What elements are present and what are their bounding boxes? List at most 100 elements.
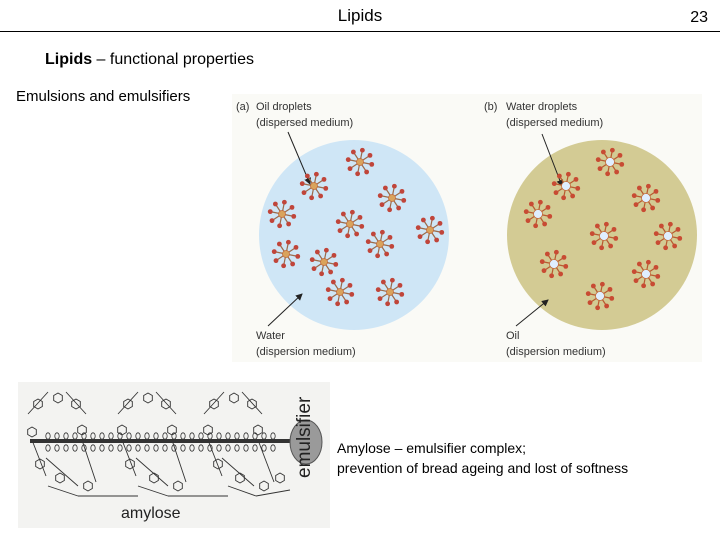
panel-b-water-in-oil: (b) Water droplets (dispersed medium) Oi… xyxy=(484,101,697,358)
chain-unit-upper xyxy=(135,432,141,440)
chain-unit-upper xyxy=(54,432,60,440)
droplet xyxy=(523,199,553,229)
panel-b-top-label-2: (dispersed medium) xyxy=(506,117,603,129)
chain-unit-upper xyxy=(198,432,204,440)
glucose-ring xyxy=(259,480,269,492)
amylose-label: amylose xyxy=(121,505,181,522)
panel-a-letter: (a) xyxy=(236,101,249,113)
chain-unit-lower xyxy=(135,444,141,452)
chain-unit-upper xyxy=(81,432,87,440)
chain-unit-upper xyxy=(243,432,249,440)
chain-unit-upper xyxy=(270,432,276,440)
glucose-ring xyxy=(209,398,219,410)
helix-bond xyxy=(207,439,223,477)
droplet xyxy=(375,277,405,307)
panel-a-bottom-label-2: (dispersion medium) xyxy=(256,346,356,358)
droplet xyxy=(335,209,365,239)
panel-a-top-label-1: Oil droplets xyxy=(256,101,312,113)
chain-unit-upper xyxy=(45,432,51,440)
droplet xyxy=(377,183,407,213)
chain-unit-lower xyxy=(126,444,132,452)
panel-b-top-label-1: Water droplets xyxy=(506,101,578,113)
glucose-ring xyxy=(235,472,245,484)
glucose-ring xyxy=(143,392,153,404)
chain-unit-lower xyxy=(234,444,240,452)
chain-unit-upper xyxy=(108,432,114,440)
panel-b-bottom-label-2: (dispersion medium) xyxy=(506,346,606,358)
helix-bond xyxy=(81,439,97,483)
slide-heading: Lipids – functional properties xyxy=(45,51,254,69)
panel-b-letter: (b) xyxy=(484,101,497,113)
chain-unit-lower xyxy=(216,444,222,452)
complex-caption: Amylose – emulsifier complex; prevention… xyxy=(337,438,628,478)
helix-bond xyxy=(257,439,275,483)
helix-bond xyxy=(227,485,257,497)
droplet xyxy=(345,147,375,177)
chain-unit-upper xyxy=(90,432,96,440)
emulsifier-head: emulsifier xyxy=(289,396,323,478)
helix-bond xyxy=(121,439,137,477)
panel-a-bottom-arrow xyxy=(267,293,303,327)
droplet xyxy=(589,221,619,251)
chain-unit-lower xyxy=(63,444,69,452)
droplet xyxy=(309,247,339,277)
helix-bond xyxy=(137,485,169,497)
caption-line-2: prevention of bread ageing and lost of s… xyxy=(337,460,629,476)
helix-bond xyxy=(31,439,47,477)
droplet xyxy=(365,229,395,259)
chain-unit-lower xyxy=(45,444,51,452)
glucose-ring xyxy=(123,398,133,410)
chain-unit-upper xyxy=(207,432,213,440)
panel-a-top-label-2: (dispersed medium) xyxy=(256,117,353,129)
droplet xyxy=(415,215,445,245)
glucose-ring xyxy=(229,392,239,404)
panel-a-bottom-label-1: Water xyxy=(256,330,285,342)
chain-unit-upper xyxy=(252,432,258,440)
chain-unit-upper xyxy=(126,432,132,440)
chain-unit-upper xyxy=(153,432,159,440)
chain-unit-upper xyxy=(144,432,150,440)
droplet xyxy=(653,221,683,251)
chain-unit-lower xyxy=(252,444,258,452)
chain-unit-upper xyxy=(261,432,267,440)
chain-unit-lower xyxy=(54,444,60,452)
emulsion-figure: (a) Oil droplets (dispersed medium) Wate… xyxy=(232,94,702,362)
glucose-ring xyxy=(55,472,65,484)
helix-cross-bond xyxy=(135,457,169,487)
glucose-ring xyxy=(27,426,37,438)
droplet xyxy=(271,239,301,269)
chain-unit-lower xyxy=(144,444,150,452)
chain-unit-lower xyxy=(270,444,276,452)
chain-unit-lower xyxy=(207,444,213,452)
chain-unit-upper xyxy=(99,432,105,440)
glucose-ring xyxy=(161,398,171,410)
chain-unit-upper xyxy=(189,432,195,440)
droplet xyxy=(631,183,661,213)
droplet xyxy=(595,147,625,177)
water-circle xyxy=(259,140,449,330)
helix-bond xyxy=(65,391,87,415)
helix-bond xyxy=(203,391,225,415)
droplet xyxy=(267,199,297,229)
heading-bold: Lipids xyxy=(45,51,93,68)
chain-unit-lower xyxy=(72,444,78,452)
header-title: Lipids xyxy=(337,6,383,25)
droplet xyxy=(299,171,329,201)
helix-bond xyxy=(155,391,177,415)
glucose-ring xyxy=(35,458,45,470)
caption-line-1: Amylose – emulsifier complex; xyxy=(337,440,527,456)
page-number: 23 xyxy=(690,9,708,26)
glucose-ring xyxy=(247,398,257,410)
droplet xyxy=(585,281,615,311)
glucose-ring xyxy=(213,458,223,470)
chain-unit-lower xyxy=(243,444,249,452)
glucose-ring xyxy=(275,472,285,484)
panel-a-oil-in-water: (a) Oil droplets (dispersed medium) Wate… xyxy=(236,101,449,358)
droplet xyxy=(631,259,661,289)
helix-bond xyxy=(171,439,187,483)
panel-b-bottom-label-1: Oil xyxy=(506,330,519,342)
chain-unit-lower xyxy=(198,444,204,452)
chain-unit-lower xyxy=(81,444,87,452)
header-rule xyxy=(0,31,720,32)
chain-unit-lower xyxy=(162,444,168,452)
